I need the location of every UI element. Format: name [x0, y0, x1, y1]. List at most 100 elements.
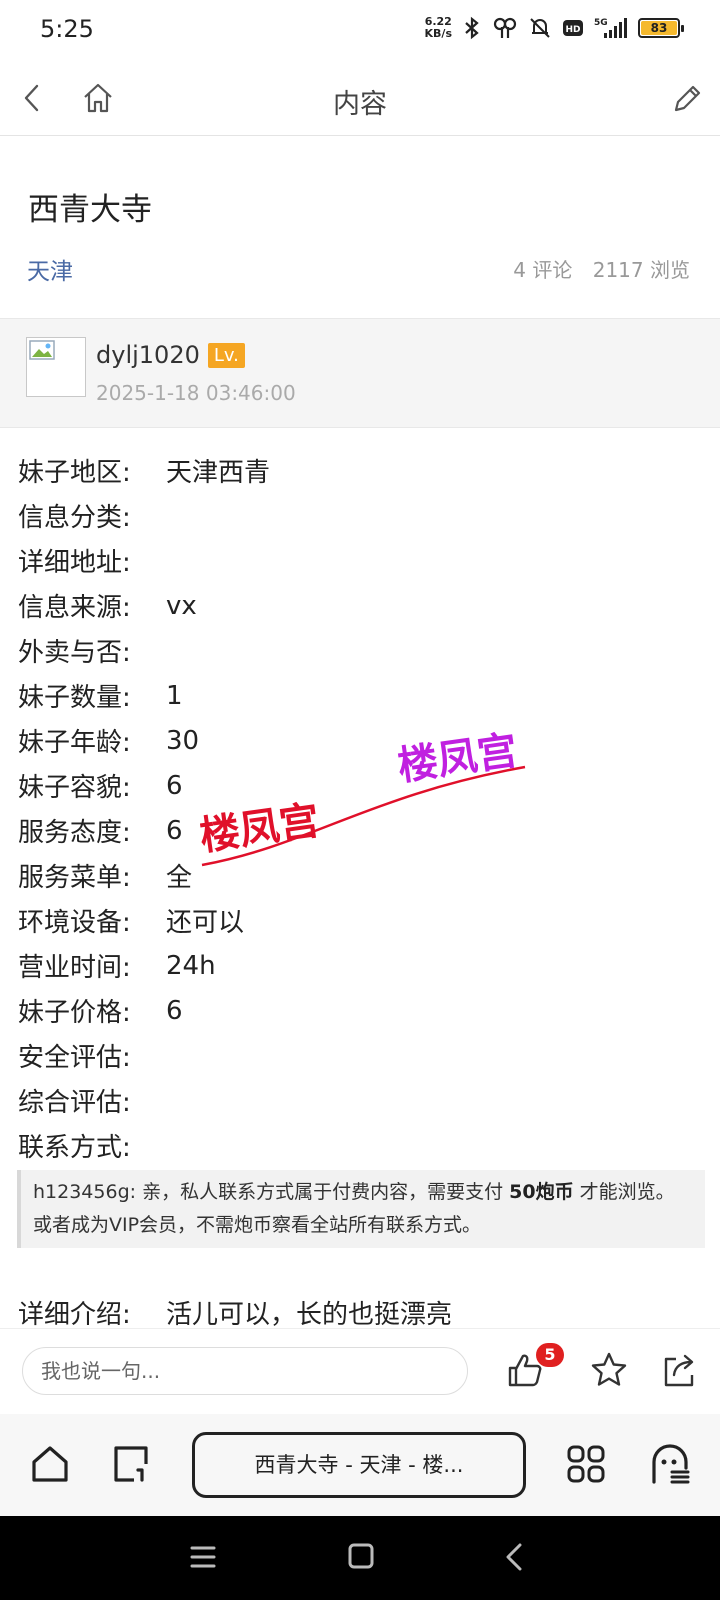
field-value: 还可以	[166, 908, 245, 938]
status-time: 5:25	[40, 15, 94, 43]
notice-suffix: 才能浏览。或者成为VIP会员，不需炮币察看全站所有联系方式。	[33, 1181, 675, 1236]
field-label: 妹子年龄:	[18, 728, 131, 758]
article-stats: 4 评论 2117 浏览	[499, 254, 690, 283]
field-row: 环境设备: 还可以	[18, 898, 270, 943]
field-value: 全	[166, 863, 193, 893]
svg-text:5G: 5G	[594, 18, 608, 28]
browser-home-icon[interactable]	[30, 1444, 70, 1484]
field-row: 妹子价格: 6	[18, 988, 270, 1033]
level-badge: Lv.	[207, 343, 245, 368]
star-icon[interactable]	[590, 1351, 628, 1389]
field-row: 联系方式:	[18, 1123, 270, 1168]
field-label: 信息分类:	[18, 503, 131, 533]
field-label: 信息来源:	[18, 593, 131, 623]
author-name-row: dylj1020 Lv.	[96, 341, 245, 369]
field-label: 环境设备:	[18, 908, 131, 938]
intro-row: 详细介绍: 活儿可以，长的也挺漂亮	[18, 1294, 452, 1331]
field-label: 妹子数量:	[18, 683, 131, 713]
comment-count: 4 评论	[513, 258, 573, 282]
mute-bell-icon	[530, 18, 550, 38]
field-label: 妹子地区:	[18, 458, 131, 488]
bluetooth-icon	[465, 16, 479, 40]
home-icon[interactable]	[82, 78, 114, 118]
hd-icon: HD	[563, 20, 583, 36]
field-row: 营业时间: 24h	[18, 943, 270, 988]
field-row: 妹子年龄: 30	[18, 718, 270, 763]
field-label: 妹子容貌:	[18, 773, 131, 803]
like-count-badge: 5	[536, 1343, 564, 1367]
post-timestamp: 2025-1-18 03:46:00	[96, 381, 296, 405]
back-triangle-icon[interactable]	[504, 1542, 524, 1572]
field-value: 24h	[166, 950, 216, 981]
browser-toolbar: 西青大寺 - 天津 - 楼...	[0, 1414, 720, 1516]
field-value: 6	[166, 995, 183, 1026]
field-value: 6	[166, 770, 183, 801]
article-title: 西青大寺	[28, 192, 152, 228]
article-meta: 天津 4 评论 2117 浏览	[0, 250, 720, 290]
field-label: 联系方式:	[18, 1133, 131, 1163]
system-navigation-bar	[0, 1516, 720, 1600]
comment-input[interactable]: 我也说一句...	[22, 1347, 468, 1395]
top-navigation-bar: 内容	[0, 60, 720, 136]
author-name[interactable]: dylj1020	[96, 341, 200, 369]
field-value: 6	[166, 815, 183, 846]
svg-text:HD: HD	[565, 25, 580, 35]
status-icons: 6.22 KB/s HD 5G 83	[424, 15, 684, 40]
field-label: 服务态度:	[18, 818, 131, 848]
info-fields: 妹子地区: 天津西青 信息分类: 详细地址: 信息来源: vx 外卖与否: 妹子数量…	[18, 448, 270, 1168]
watermark: 楼凤宫 楼凤宫	[200, 728, 526, 867]
field-row: 安全评估:	[18, 1033, 270, 1078]
field-value: 天津西青	[166, 458, 271, 488]
ghost-menu-icon[interactable]	[650, 1444, 690, 1484]
broken-image-icon	[29, 340, 55, 360]
battery-icon: 83	[638, 18, 684, 38]
field-row: 妹子容貌: 6	[18, 763, 270, 808]
field-label: 安全评估:	[18, 1043, 131, 1073]
home-square-icon[interactable]	[347, 1542, 375, 1572]
field-row: 服务态度: 6	[18, 808, 270, 853]
intro-value: 活儿可以，长的也挺漂亮	[166, 1300, 453, 1330]
status-bar: 5:25 6.22 KB/s HD 5G 83	[0, 0, 720, 60]
field-row: 服务菜单: 全	[18, 853, 270, 898]
tabs-icon[interactable]	[112, 1444, 152, 1484]
field-label: 妹子价格:	[18, 998, 131, 1028]
field-value: 1	[166, 680, 183, 711]
field-value: 30	[166, 725, 200, 756]
field-value: vx	[166, 590, 197, 621]
field-label: 详细地址:	[18, 548, 131, 578]
signal-icon: 5G	[594, 18, 627, 38]
field-label: 营业时间:	[18, 953, 131, 983]
page-title: 内容	[333, 89, 387, 120]
field-label: 外卖与否:	[18, 638, 131, 668]
share-icon[interactable]	[660, 1351, 698, 1389]
grid-icon[interactable]	[566, 1444, 606, 1484]
intro-label: 详细介绍:	[18, 1300, 131, 1330]
network-speed: 6.22 KB/s	[424, 15, 452, 40]
field-label: 服务菜单:	[18, 863, 131, 893]
field-row: 信息分类:	[18, 493, 270, 538]
field-label: 综合评估:	[18, 1088, 131, 1118]
watermark-text-left: 楼凤宫	[200, 798, 322, 860]
field-row: 妹子数量: 1	[18, 673, 270, 718]
paywall-notice: h123456g: 亲，私人联系方式属于付费内容，需要支付 50炮币 才能浏览。…	[17, 1170, 705, 1248]
field-row: 外卖与否:	[18, 628, 270, 673]
field-row: 妹子地区: 天津西青	[18, 448, 270, 493]
back-arrow-icon[interactable]	[20, 78, 44, 118]
comment-bar: 我也说一句... 5	[0, 1328, 720, 1414]
author-box: dylj1020 Lv. 2025-1-18 03:46:00	[0, 318, 720, 428]
url-bar[interactable]: 西青大寺 - 天津 - 楼...	[192, 1432, 526, 1498]
pencil-icon[interactable]	[670, 78, 702, 118]
field-row: 信息来源: vx	[18, 583, 270, 628]
city-link[interactable]: 天津	[27, 259, 73, 285]
field-row: 综合评估:	[18, 1078, 270, 1123]
thumbs-up-icon[interactable]	[506, 1351, 544, 1389]
battery-level: 83	[641, 21, 677, 35]
notice-price: 50炮币	[509, 1181, 574, 1203]
recents-menu-icon[interactable]	[190, 1542, 216, 1572]
earbuds-icon	[493, 17, 517, 38]
avatar[interactable]	[26, 337, 86, 397]
notice-prefix: h123456g: 亲，私人联系方式属于付费内容，需要支付	[33, 1181, 510, 1203]
watermark-text-right: 楼凤宫	[395, 728, 520, 790]
view-count: 2117 浏览	[592, 258, 690, 282]
field-row: 详细地址:	[18, 538, 270, 583]
